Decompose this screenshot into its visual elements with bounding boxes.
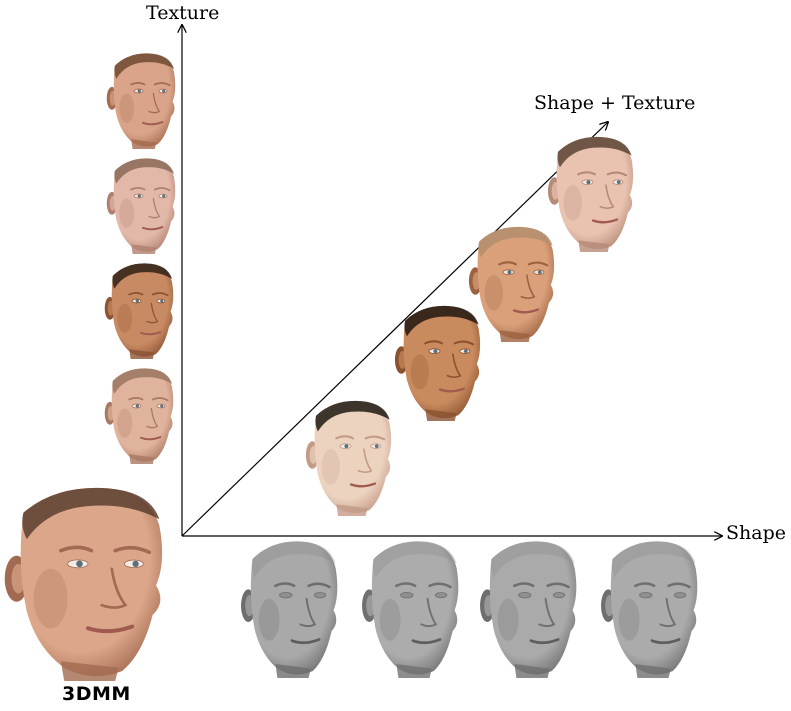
shape-face-3 — [480, 541, 577, 678]
texture-face-2 — [106, 158, 176, 254]
shape-texture-face-1 — [305, 400, 392, 516]
texture-face-1 — [106, 53, 176, 149]
model-face — [4, 487, 163, 681]
texture-face-4 — [104, 368, 174, 464]
shape-texture-axis-line — [181, 122, 608, 537]
shape-texture-face-2 — [394, 305, 481, 421]
model-label: 3DMM — [62, 683, 131, 705]
shape-face-4 — [601, 541, 698, 678]
texture-axis-label: Texture — [146, 2, 220, 24]
shape-texture-face-4 — [547, 136, 634, 252]
shape-texture-axis-label: Shape + Texture — [534, 92, 696, 114]
shape-axis-label: Shape — [726, 522, 786, 544]
texture-face-3 — [104, 263, 174, 359]
shape-texture-face-3 — [468, 226, 555, 342]
shape-face-2 — [362, 541, 459, 678]
shape-face-1 — [241, 541, 338, 678]
